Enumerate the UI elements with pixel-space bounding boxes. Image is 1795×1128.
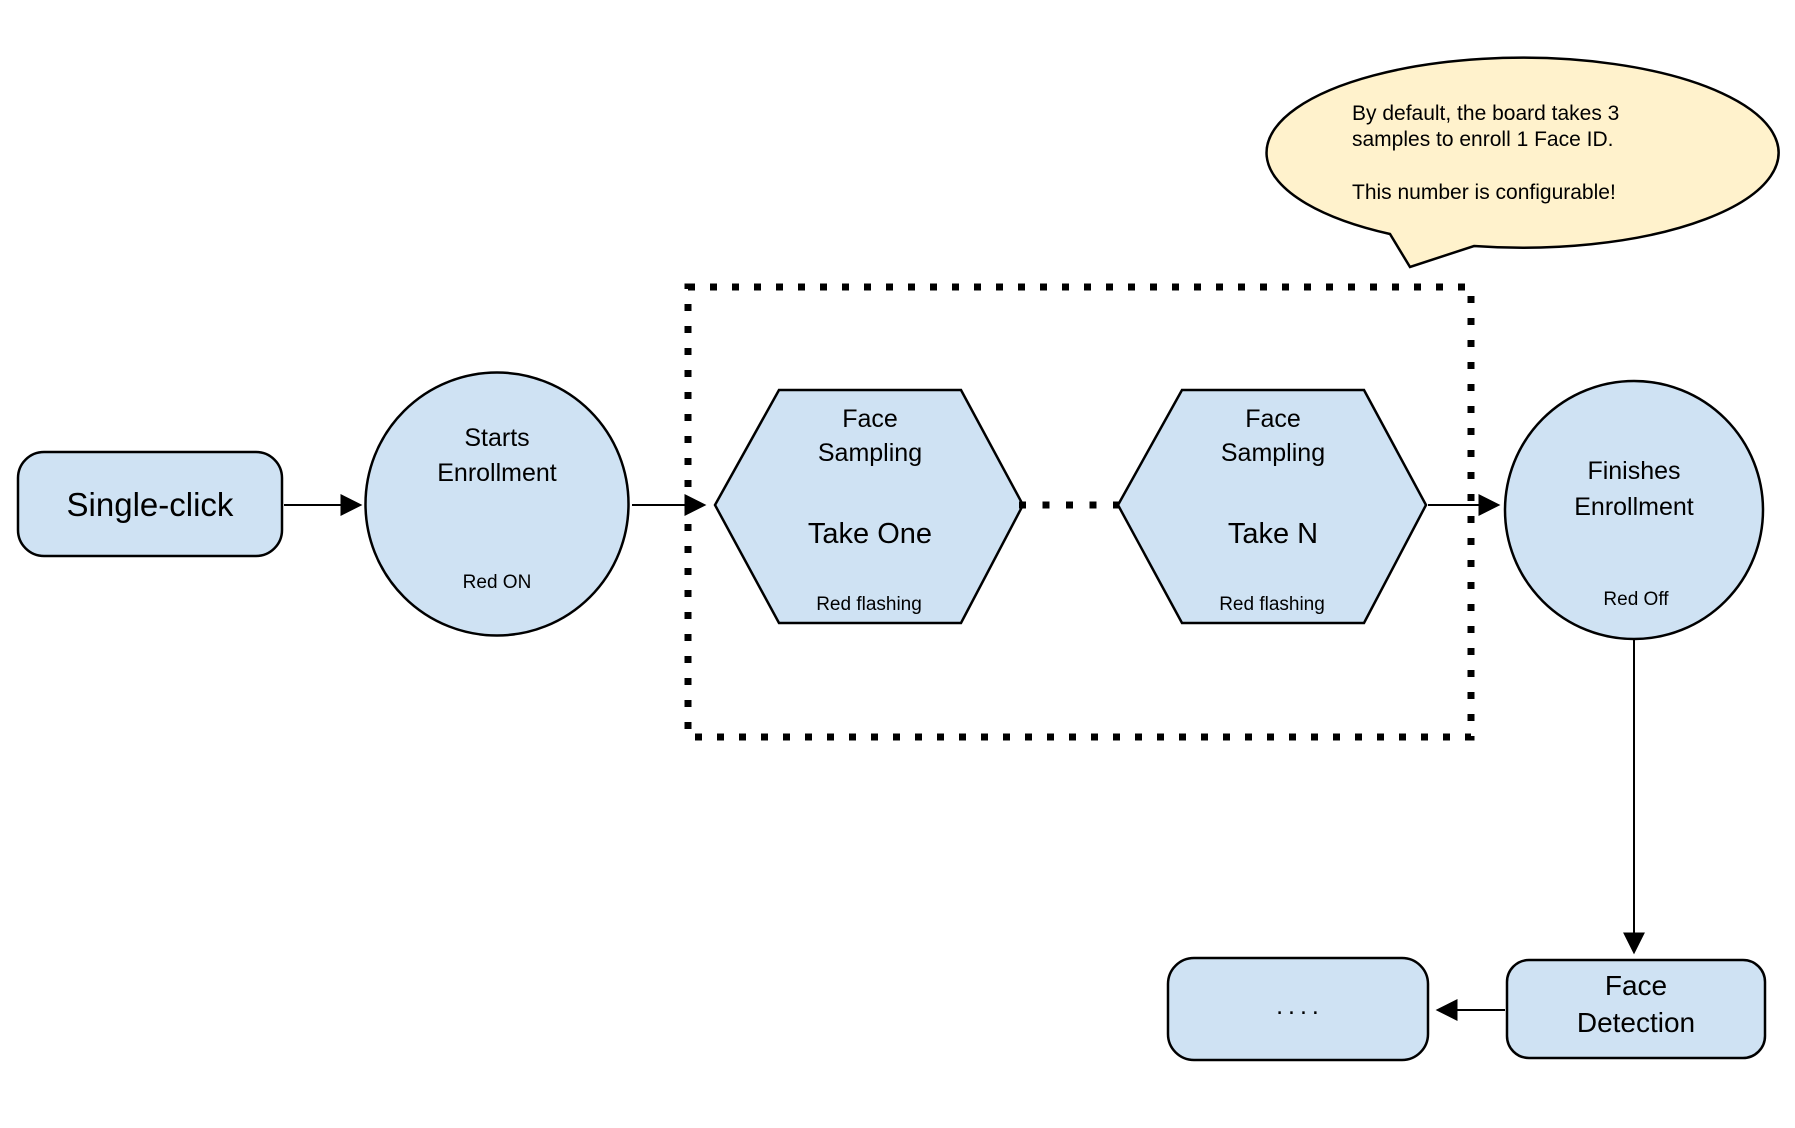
callout-text-line-1: By default, the board takes 3 [1352, 102, 1619, 125]
starts-enrollment-status: Red ON [463, 572, 532, 593]
node-face-sampling-take-one: Face Sampling Take One Red flashing [713, 388, 1025, 625]
node-continuation: .... [1166, 956, 1430, 1062]
face-detection-box [1505, 958, 1767, 1060]
starts-enrollment-circle [364, 371, 630, 637]
starts-enrollment-title-line-2: Enrollment [437, 459, 557, 487]
continuation-box [1166, 956, 1430, 1062]
single-click-label: Single-click [67, 486, 234, 523]
finishes-enrollment-title-line-2: Enrollment [1574, 493, 1694, 521]
finishes-enrollment-status: Red Off [1603, 589, 1669, 610]
node-face-detection: Face Detection [1505, 958, 1767, 1060]
node-finishes-enrollment: Finishes Enrollment Red Off [1503, 379, 1765, 641]
face-sampling-n-step-label: Take N [1228, 518, 1318, 550]
node-face-sampling-take-n: Face Sampling Take N Red flashing [1116, 388, 1428, 625]
continuation-label: .... [1276, 992, 1324, 1020]
callout-bubble: By default, the board takes 3 samples to… [1265, 56, 1780, 269]
speech-bubble-shape [1265, 56, 1780, 269]
node-starts-enrollment: Starts Enrollment Red ON [364, 371, 630, 637]
face-detection-title-line-2: Detection [1577, 1007, 1695, 1038]
single-click-box [16, 450, 284, 558]
node-single-click: Single-click [16, 450, 284, 558]
face-sampling-one-title-line-1: Face [842, 405, 898, 433]
face-sampling-n-status: Red flashing [1219, 594, 1325, 615]
callout-text-line-3: This number is configurable! [1352, 181, 1616, 204]
face-sampling-one-title-line-2: Sampling [818, 439, 922, 467]
face-sampling-one-status: Red flashing [816, 594, 922, 615]
finishes-enrollment-title-line-1: Finishes [1587, 457, 1680, 485]
face-detection-title-line-1: Face [1605, 970, 1667, 1001]
starts-enrollment-title-line-1: Starts [464, 424, 529, 452]
face-sampling-one-step-label: Take One [808, 518, 932, 550]
face-sampling-n-title-line-2: Sampling [1221, 439, 1325, 467]
callout-text-line-2: samples to enroll 1 Face ID. [1352, 128, 1613, 151]
face-sampling-n-title-line-1: Face [1245, 405, 1301, 433]
face-sampling-n-hexagon [1116, 388, 1428, 625]
